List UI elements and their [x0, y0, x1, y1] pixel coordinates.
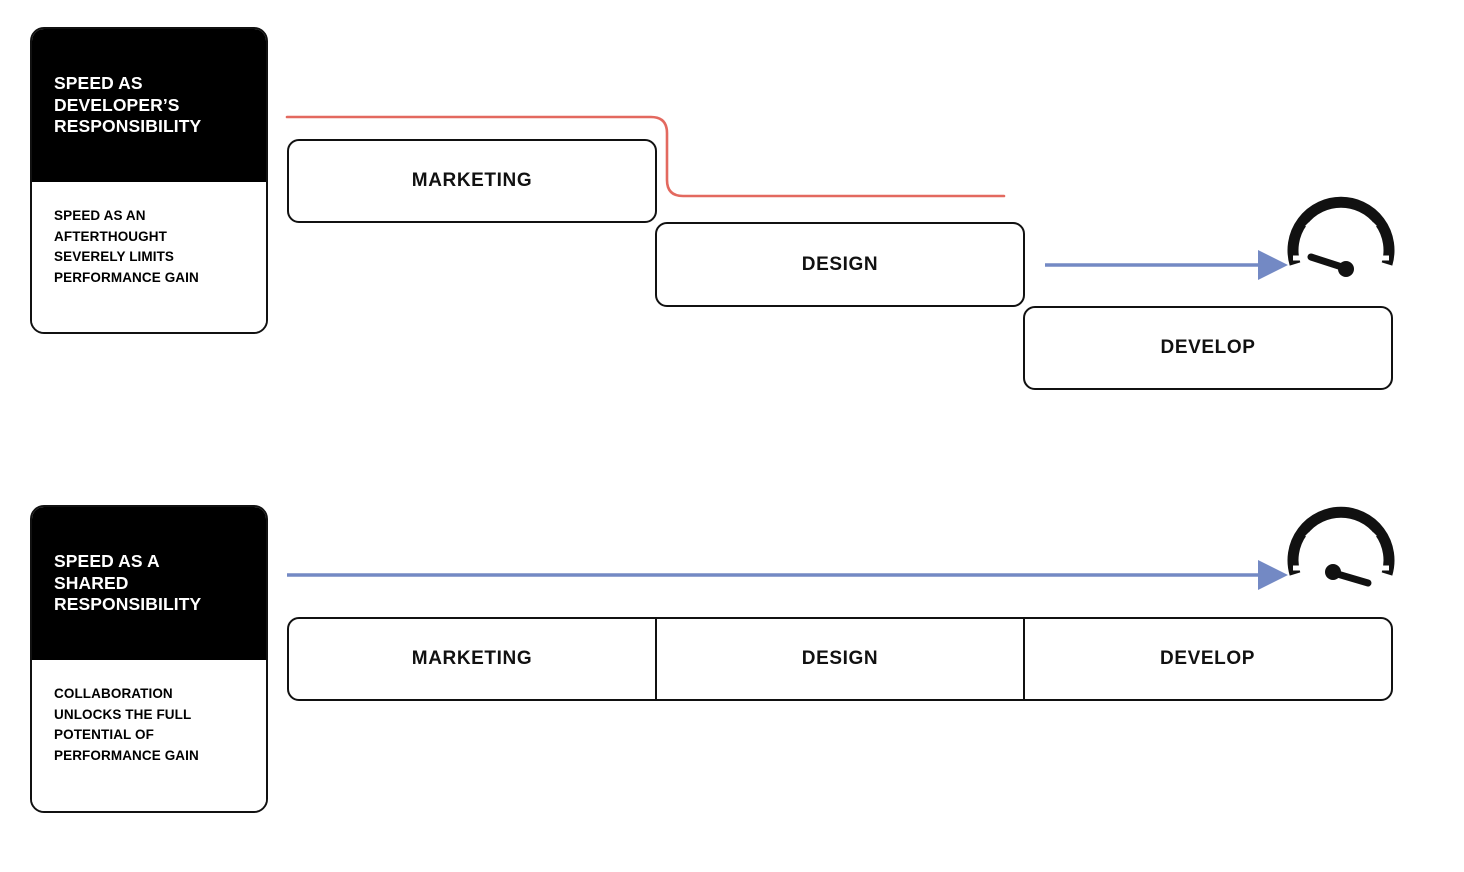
- speedometer-low-icon: [1287, 196, 1395, 277]
- stage-box-marketing-top[interactable]: MARKETING: [287, 139, 657, 223]
- card-headline-shared: SPEED AS A SHARED RESPONSIBILITY: [54, 551, 202, 615]
- stage-label-develop-top: DEVELOP: [1160, 337, 1256, 358]
- stage-label-marketing-bottom: MARKETING: [411, 648, 533, 669]
- card-body-text-developer: SPEED AS AN AFTERTHOUGHT SEVERELY LIMITS…: [54, 208, 199, 285]
- stage-label-design-bottom: DESIGN: [801, 648, 879, 669]
- stage-box-design-bottom[interactable]: DESIGN: [657, 619, 1025, 699]
- card-header-developer: SPEED AS DEVELOPER’S RESPONSIBILITY: [32, 29, 266, 182]
- stage-label-design-top: DESIGN: [801, 253, 879, 275]
- card-headline-developer: SPEED AS DEVELOPER’S RESPONSIBILITY: [54, 73, 202, 137]
- stage-box-develop-bottom[interactable]: DEVELOP: [1025, 619, 1390, 699]
- card-header-shared: SPEED AS A SHARED RESPONSIBILITY: [32, 507, 266, 660]
- stage-label-develop-bottom: DEVELOP: [1160, 648, 1255, 669]
- card-body-developer: SPEED AS AN AFTERTHOUGHT SEVERELY LIMITS…: [32, 182, 266, 332]
- card-developer-responsibility: SPEED AS DEVELOPER’S RESPONSIBILITY SPEE…: [30, 27, 268, 334]
- stage-label-marketing-top: MARKETING: [411, 170, 533, 191]
- card-body-shared: COLLABORATION UNLOCKS THE FULL POTENTIAL…: [32, 660, 266, 811]
- blue-arrow-bottom: [287, 560, 1288, 590]
- stage-box-design-top[interactable]: DESIGN: [655, 222, 1025, 307]
- stage-box-develop-top[interactable]: DEVELOP: [1023, 306, 1393, 390]
- blue-arrow-top: [1045, 250, 1288, 280]
- stage-box-marketing-bottom[interactable]: MARKETING: [289, 619, 657, 699]
- card-body-text-shared: COLLABORATION UNLOCKS THE FULL POTENTIAL…: [54, 686, 199, 763]
- card-shared-responsibility: SPEED AS A SHARED RESPONSIBILITY COLLABO…: [30, 505, 268, 813]
- speedometer-high-icon: [1287, 506, 1395, 587]
- stage-bar-joined: MARKETING DESIGN DEVELOP: [287, 617, 1393, 701]
